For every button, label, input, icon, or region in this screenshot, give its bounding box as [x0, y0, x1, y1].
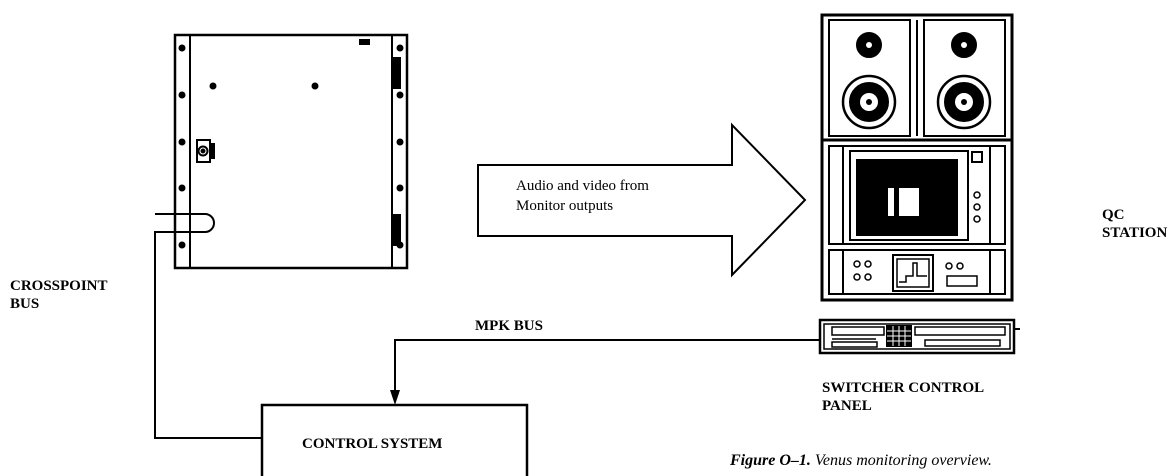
- switcher-panel-label-line1: SWITCHER CONTROL: [822, 380, 985, 396]
- figure-caption-number: Figure O–1.: [730, 452, 811, 469]
- crosspoint-bus-label-line2: BUS: [10, 296, 40, 312]
- qc-station-label-line2: STATION: [1102, 225, 1168, 241]
- signal-arrow: [477, 122, 807, 278]
- crosspoint-bus-label-line1: CROSSPOINT: [10, 278, 108, 294]
- qc-station-label-line1: QC: [1102, 207, 1125, 223]
- switcher-panel-label-line2: PANEL: [822, 398, 872, 414]
- router-frame: [155, 33, 409, 270]
- qc-station-rack: [820, 13, 1014, 302]
- arrow-label-line1: Audio and video from: [516, 178, 649, 194]
- switcher-control-panel: [818, 318, 1020, 355]
- mpk-bus-label: MPK BUS: [475, 318, 543, 334]
- control-system-box: [260, 403, 529, 476]
- control-system-label: CONTROL SYSTEM: [302, 436, 443, 452]
- mpk-bus-line: [390, 339, 820, 405]
- arrow-label-line2: Monitor outputs: [516, 198, 614, 214]
- figure-caption: Figure O–1. Venus monitoring overview.: [730, 452, 992, 470]
- figure-caption-text: Venus monitoring overview.: [810, 452, 992, 469]
- crosspoint-bus-line: [154, 231, 262, 439]
